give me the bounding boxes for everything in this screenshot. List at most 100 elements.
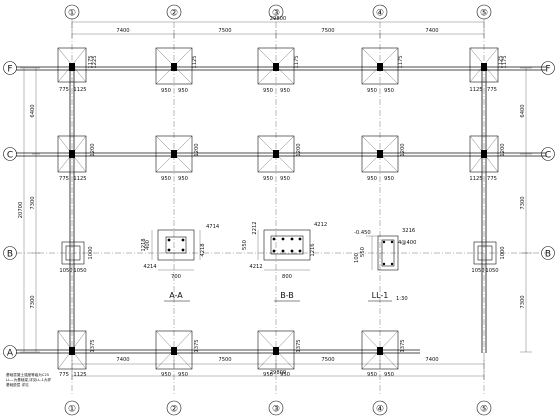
bottom-span-dim: 7400	[425, 357, 438, 363]
footing-pad	[361, 135, 399, 173]
footing-dim: 1050	[471, 268, 484, 274]
section-dim: 100	[354, 253, 360, 263]
footing-pad-inner	[65, 245, 81, 261]
footing-dim: 950	[280, 88, 290, 94]
footing-dim: 950	[384, 88, 394, 94]
section-dim: 550	[360, 247, 366, 257]
right-dimension-chain: 6400 7300 7300	[520, 67, 532, 353]
footing-dim: 950	[178, 88, 188, 94]
footing-dim: 1375	[194, 339, 200, 352]
axis-bubble: ④	[372, 400, 388, 416]
footing-dim: 1000	[500, 246, 506, 259]
footing-dim: 950	[161, 176, 171, 182]
right-span-dim: 6400	[520, 104, 526, 117]
footing-pad	[257, 330, 295, 370]
footing-dim: 950	[263, 88, 273, 94]
section-dim: 4212	[249, 264, 262, 270]
axis-bubble: ⑤	[476, 400, 492, 416]
footing-dim: 1175	[88, 55, 94, 68]
axis-bubble: ④	[372, 4, 388, 20]
left-span-dim: 7300	[30, 196, 36, 209]
axis-label: ④	[376, 9, 384, 19]
footing-pad	[57, 330, 87, 370]
axis-label: B	[545, 250, 551, 260]
footing-dim: 1200	[400, 143, 406, 156]
footing-pad	[473, 241, 497, 265]
axis-bubbles-right: F C B	[541, 61, 555, 260]
footing-dim: 1200	[500, 143, 506, 156]
footing-dim: 1050	[59, 268, 72, 274]
footing-dim: 950	[367, 372, 377, 378]
section-dim: 4218	[200, 243, 206, 256]
footing-pad	[57, 135, 87, 173]
footing-dim: 775	[59, 176, 69, 182]
footing-dim: 950	[384, 372, 394, 378]
footing-dim: 950	[367, 176, 377, 182]
footing-pad	[155, 330, 193, 370]
footing-pad	[155, 135, 193, 173]
axis-bubbles-top: ① ② ③ ④ ⑤	[64, 4, 492, 20]
footing-pad	[469, 47, 499, 83]
axis-label: ③	[272, 9, 280, 19]
footing-row-b: 1000 1000 1050 1050 1050 1050	[59, 241, 506, 274]
section-dim: 4212	[314, 222, 327, 228]
axis-bubbles-left: F C B A	[3, 61, 17, 359]
axis-label: B	[7, 250, 13, 260]
footing-row-f: 1175 1225 1125 1175 1175 1125 1175 775 1…	[57, 47, 508, 94]
axis-label: ④	[376, 405, 384, 415]
axis-label: A	[7, 349, 14, 359]
drawing-notes: 基础混凝土强度等级为C25 LL—为基础梁,详见LL-1大样 基础垫层 详见	[6, 372, 51, 387]
footing-dim: 950	[161, 372, 171, 378]
footing-dim: 1125	[73, 87, 86, 93]
top-span-dim: 7500	[321, 28, 334, 34]
section-dim: -0.450	[354, 230, 371, 236]
note-line: 基础混凝土强度等级为C25	[6, 372, 49, 377]
axis-bubble: ②	[166, 4, 182, 20]
footing-pad	[257, 135, 295, 173]
top-dimension-chain: 29800 7400 7500 7500 7400	[71, 16, 485, 38]
footing-pad	[361, 330, 399, 370]
footing-dim: 950	[161, 88, 171, 94]
axis-bubbles-bottom: ① ② ③ ④ ⑤	[64, 400, 492, 416]
section-dim: 1218	[141, 238, 147, 251]
axis-label: ②	[170, 405, 178, 415]
footing-pad	[469, 135, 499, 173]
footing-pad-inner	[477, 245, 493, 261]
axis-bubble: B	[541, 246, 555, 260]
section-b-b: 800 550 2212 4212 1216 4212 B-B	[242, 221, 327, 302]
footing-dim: 950	[280, 372, 290, 378]
footing-dim: 1050	[485, 268, 498, 274]
bottom-span-dim: 7500	[218, 357, 231, 363]
axis-bubble: ⑤	[476, 4, 492, 20]
top-span-dim: 7400	[425, 28, 438, 34]
bottom-span-dim: 7400	[116, 357, 129, 363]
axis-label: ①	[68, 9, 76, 19]
left-total-dim: 20700	[18, 202, 24, 219]
left-span-dim: 7300	[30, 295, 36, 308]
section-dim: 550	[242, 240, 248, 250]
axis-bubble: F	[541, 61, 555, 75]
axis-bubble: A	[3, 345, 17, 359]
footing-pad	[57, 47, 87, 83]
axis-bubble: F	[3, 61, 17, 75]
footing-dim: 1225	[92, 55, 98, 68]
footing-dim: 775	[487, 87, 497, 93]
footing-row-c: 1200 1200 1200 1200 1200 775 1125 950 95…	[57, 135, 506, 182]
axis-bubble: ②	[166, 400, 182, 416]
footing-dim: 1125	[469, 176, 482, 182]
footing-pad	[61, 241, 85, 265]
axis-bubble: B	[3, 246, 17, 260]
footing-dim: 1175	[398, 55, 404, 68]
footing-dim: 1175	[502, 55, 508, 68]
footing-dim: 1200	[90, 143, 96, 156]
footing-dim: 1200	[194, 143, 200, 156]
footing-dim: 1125	[498, 55, 504, 68]
section-dim: 4214	[143, 264, 157, 270]
section-label: LL-1	[372, 291, 389, 300]
section-dim: 4714	[206, 224, 220, 230]
footing-dim: 1375	[400, 339, 406, 352]
section-label: A-A	[169, 291, 183, 300]
footing-pad	[257, 47, 295, 85]
axis-label: ①	[68, 405, 76, 415]
right-span-dim: 7300	[520, 196, 526, 209]
